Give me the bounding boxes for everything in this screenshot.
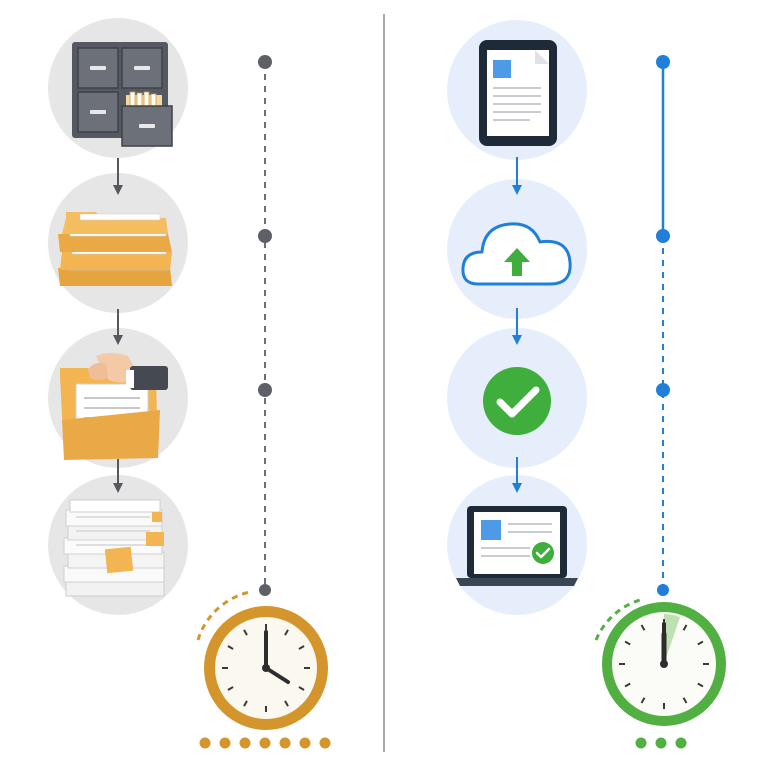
clock-tick <box>298 686 305 691</box>
clock-tick <box>624 682 631 688</box>
paper-clock-icon <box>196 590 328 730</box>
paper-timeline-node <box>258 55 272 69</box>
clock-tick <box>227 686 234 691</box>
clock-tick <box>284 629 289 636</box>
clock-tick <box>624 640 631 646</box>
paper-timeline-node <box>258 383 272 397</box>
duration-dot <box>655 737 667 749</box>
paper-timeline-node <box>259 584 271 596</box>
clock-tick <box>284 700 289 707</box>
digital-timeline-node <box>656 229 670 243</box>
clock-tick <box>227 645 234 650</box>
duration-dot <box>219 737 231 749</box>
duration-dot <box>675 737 687 749</box>
clock-tick <box>682 624 688 631</box>
digital-process <box>447 20 726 749</box>
clock-tick <box>697 682 704 688</box>
paper-process <box>48 18 331 749</box>
duration-dot <box>279 737 291 749</box>
filing-cabinet-icon <box>72 42 173 147</box>
clock-tick <box>640 624 646 631</box>
clock-tick <box>697 640 704 646</box>
clock-tick <box>640 697 646 704</box>
clock-tick <box>298 645 305 650</box>
digital-clock-icon <box>594 598 726 726</box>
duration-dot <box>259 737 271 749</box>
cloud-upload-icon <box>461 222 572 286</box>
digital-timeline-node <box>656 383 670 397</box>
hand-folder-icon <box>60 353 168 460</box>
paper-pile-icon <box>63 499 165 597</box>
laptop-check-icon <box>456 506 578 586</box>
duration-dot <box>239 737 251 749</box>
paper-timeline-node <box>258 229 272 243</box>
clock-tick <box>243 629 248 636</box>
clock-tick <box>243 700 248 707</box>
duration-dot <box>635 737 647 749</box>
clock-tick <box>682 697 688 704</box>
digital-timeline-node <box>656 55 670 69</box>
duration-dot <box>319 737 331 749</box>
digital-duration-dots <box>635 737 687 749</box>
folder-stack-icon <box>58 212 172 286</box>
check-circle-icon <box>483 367 551 435</box>
digital-timeline-node <box>657 584 669 596</box>
tablet-document-icon <box>479 40 557 146</box>
paper-duration-dots <box>199 737 331 749</box>
duration-dot <box>199 737 211 749</box>
duration-dot <box>299 737 311 749</box>
